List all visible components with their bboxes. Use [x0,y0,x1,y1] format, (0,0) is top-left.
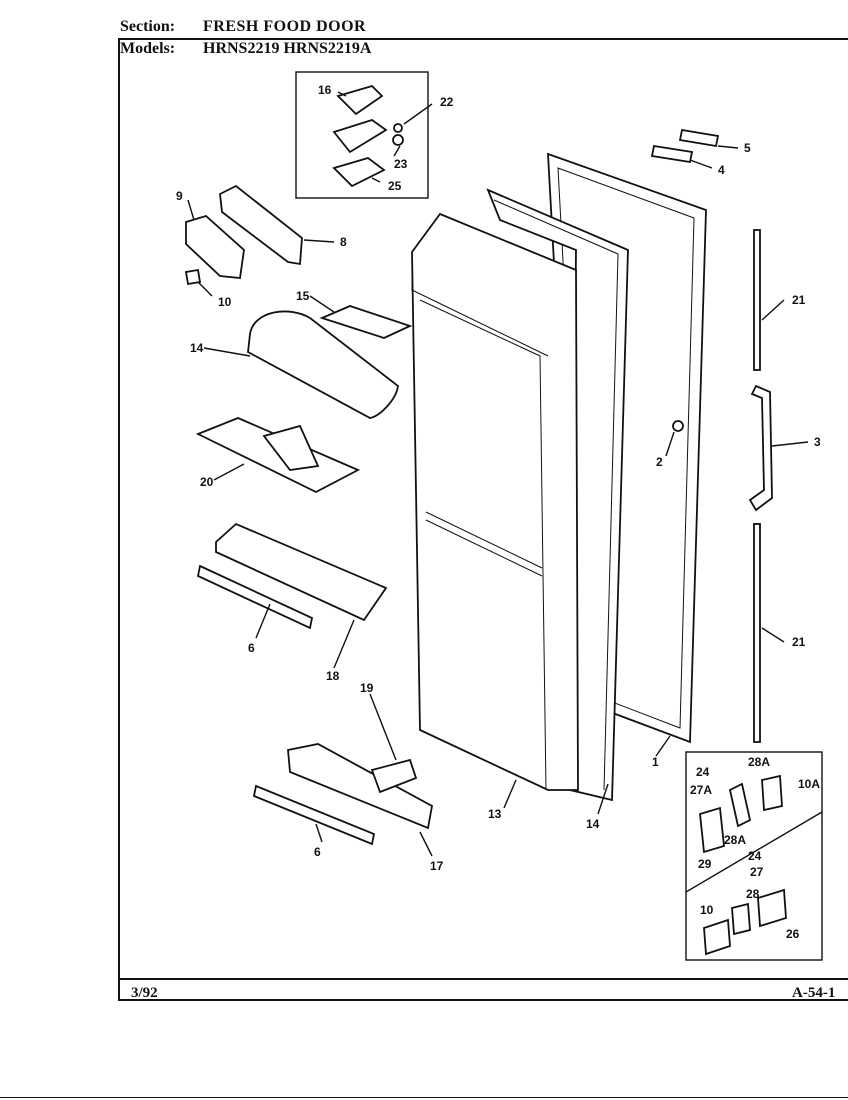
hinge-plate-26 [757,888,787,928]
callout-17: 16 [318,83,332,97]
callout-11: 13 [488,807,502,821]
hinge-cover-17 [336,84,384,116]
shelf-cover-14 [319,305,413,339]
callout-9: 10 [218,295,232,309]
leader-lines [187,91,809,857]
callout-21: 21 [792,635,806,649]
callout-19: 20 [200,475,214,489]
callout-20: 21 [792,293,806,307]
hinge-inset-box [295,71,429,199]
callout-8: 9 [176,189,183,203]
hinge-plate-22 [332,119,404,154]
callout-7: 8 [340,235,347,249]
callout-1: 1 [652,755,659,769]
bin-trim-6-lower [252,784,376,846]
hinge-pin-28a [728,782,752,828]
bin-trim-6-upper [196,564,314,630]
callout-29: 29 [698,857,712,871]
callout-10: 10 [700,903,714,917]
callout-25: 25 [388,179,402,193]
models-value: HRNS2219 HRNS2219A [203,40,372,57]
inset-divider [685,811,823,893]
footer-page-code: A-54-1 [792,985,836,1001]
callout-13: 14 [190,341,204,355]
plug-2 [672,420,684,432]
callout-16: 18 [326,669,340,683]
page-bottom-rule [0,1097,848,1098]
section-title: FRESH FOOD DOOR [203,18,367,35]
callout-28a-lower: 28A [724,833,746,847]
callout-4: 4 [718,163,725,177]
callout-24-lower: 24 [748,849,762,863]
trim-strip-20 [753,229,761,371]
callout-27: 27 [750,865,764,879]
hinge-bracket-29 [699,806,725,854]
callout-28a-upper: 28A [748,755,770,769]
callout-2: 2 [656,455,663,469]
callout-15: 17 [430,859,444,873]
footer-rule [118,978,848,980]
door-handle-3 [748,384,773,512]
callout-24-upper: 24 [696,765,710,779]
hinge-pin-28 [731,902,751,936]
hinge-shim-25 [332,157,386,188]
callout-5: 5 [744,141,751,155]
callout-28: 28 [746,887,760,901]
dairy-door-13 [247,310,399,419]
callout-26: 26 [786,927,800,941]
egg-tray-19 [195,417,361,494]
clip-9 [184,268,202,286]
callout-14: 15 [296,289,310,303]
callout-27a: 27A [690,783,712,797]
control-box-8 [185,214,245,279]
footer-date: 3/92 [131,985,158,1001]
callout-6-upper: 6 [248,641,255,655]
cover-piece-4 [650,144,694,164]
trim-strip-21 [753,523,761,743]
bin-retainer-18 [370,758,418,794]
callout-6-lower: 6 [314,845,321,859]
door-bin-15 [287,743,434,830]
door-liner-11 [411,212,579,791]
bottom-hinge-inset-box [685,751,823,961]
models-label: Models: [120,40,176,57]
callout-22: 22 [440,95,454,109]
callout-18: 19 [360,681,374,695]
cover-piece-5 [678,128,720,148]
door-bin-16 [215,522,388,622]
callout-10a: 10A [798,777,820,791]
callout-23: 23 [394,157,408,171]
callout-12: 14 [586,817,600,831]
callout-3: 3 [814,435,821,449]
section-label: Section: [120,18,176,35]
hinge-bracket-10 [703,918,731,956]
control-housing-7 [219,184,303,266]
diagram-frame [118,38,848,1001]
hinge-plate-10a [761,774,783,812]
